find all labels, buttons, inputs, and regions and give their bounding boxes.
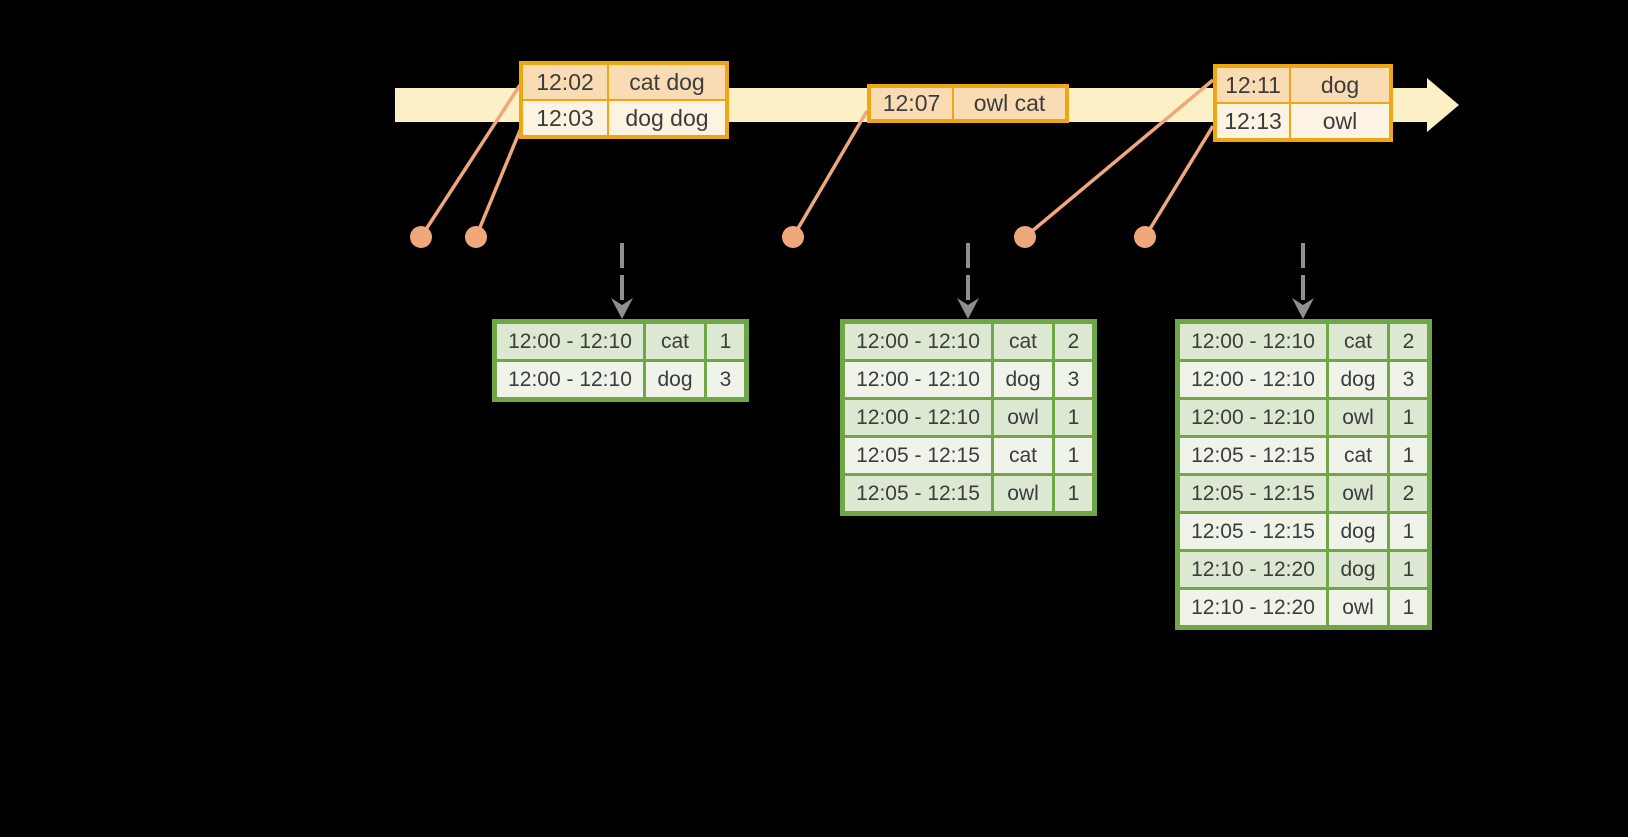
- event-dot: [410, 226, 432, 248]
- event-time: 12:07: [871, 88, 952, 119]
- event-connector-line: [474, 127, 523, 238]
- event-connector-line: [419, 84, 522, 238]
- event-table-2: 12:07 owl cat: [867, 84, 1069, 123]
- result-count: 1: [1390, 590, 1427, 625]
- result-window: 12:00 - 12:10: [497, 362, 643, 397]
- result-count: 1: [1390, 438, 1427, 473]
- result-window: 12:00 - 12:10: [1180, 324, 1326, 359]
- event-words: owl: [1291, 104, 1389, 138]
- result-window: 12:00 - 12:10: [845, 400, 991, 435]
- event-connector-line: [791, 110, 869, 238]
- result-count: 3: [1390, 362, 1427, 397]
- result-count: 2: [1390, 476, 1427, 511]
- result-count: 1: [1390, 552, 1427, 587]
- result-window: 12:00 - 12:10: [1180, 400, 1326, 435]
- result-window: 12:05 - 12:15: [845, 438, 991, 473]
- result-word: dog: [994, 362, 1052, 397]
- result-word: cat: [646, 324, 704, 359]
- result-window: 12:05 - 12:15: [1180, 476, 1326, 511]
- trigger-arrowhead-icon: [957, 298, 979, 319]
- event-connector-line: [1143, 125, 1215, 238]
- event-table-3: 12:11 dog 12:13 owl: [1213, 64, 1393, 142]
- result-window: 12:10 - 12:20: [1180, 590, 1326, 625]
- result-count: 1: [707, 324, 744, 359]
- trigger-arrowhead-icon: [1292, 298, 1314, 319]
- result-word: owl: [1329, 476, 1387, 511]
- result-window: 12:05 - 12:15: [845, 476, 991, 511]
- result-count: 3: [707, 362, 744, 397]
- trigger-arrowhead-icon: [611, 298, 633, 319]
- result-count: 1: [1390, 514, 1427, 549]
- result-count: 2: [1390, 324, 1427, 359]
- event-dot: [1014, 226, 1036, 248]
- result-word: owl: [1329, 400, 1387, 435]
- event-time: 12:13: [1217, 104, 1289, 138]
- result-window: 12:10 - 12:20: [1180, 552, 1326, 587]
- event-words: owl cat: [954, 88, 1065, 119]
- result-word: dog: [1329, 362, 1387, 397]
- result-word: cat: [994, 324, 1052, 359]
- result-count: 2: [1055, 324, 1092, 359]
- event-connector-line: [1023, 78, 1215, 239]
- result-word: owl: [994, 476, 1052, 511]
- result-window: 12:00 - 12:10: [845, 362, 991, 397]
- event-time: 12:02: [523, 65, 607, 99]
- event-time: 12:03: [523, 101, 607, 135]
- result-window: 12:05 - 12:15: [1180, 514, 1326, 549]
- event-words: dog: [1291, 68, 1389, 102]
- result-word: owl: [1329, 590, 1387, 625]
- result-window: 12:00 - 12:10: [497, 324, 643, 359]
- result-count: 1: [1055, 400, 1092, 435]
- result-window: 12:00 - 12:10: [845, 324, 991, 359]
- timeline-arrowhead-icon: [1427, 78, 1459, 132]
- event-dot: [782, 226, 804, 248]
- result-table-2: 12:00 - 12:10 cat 2 12:00 - 12:10 dog 3 …: [840, 319, 1097, 516]
- result-table-3: 12:00 - 12:10 cat 2 12:00 - 12:10 dog 3 …: [1175, 319, 1432, 630]
- result-word: owl: [994, 400, 1052, 435]
- result-count: 3: [1055, 362, 1092, 397]
- result-count: 1: [1055, 438, 1092, 473]
- result-count: 1: [1390, 400, 1427, 435]
- result-table-1: 12:00 - 12:10 cat 1 12:00 - 12:10 dog 3: [492, 319, 749, 402]
- event-time: 12:11: [1217, 68, 1289, 102]
- result-window: 12:00 - 12:10: [1180, 362, 1326, 397]
- result-word: dog: [1329, 514, 1387, 549]
- result-word: cat: [1329, 438, 1387, 473]
- result-word: cat: [1329, 324, 1387, 359]
- result-window: 12:05 - 12:15: [1180, 438, 1326, 473]
- result-word: dog: [646, 362, 704, 397]
- event-table-1: 12:02 cat dog 12:03 dog dog: [519, 61, 729, 139]
- event-dot: [1134, 226, 1156, 248]
- result-word: dog: [1329, 552, 1387, 587]
- result-word: cat: [994, 438, 1052, 473]
- event-words: dog dog: [609, 101, 725, 135]
- result-count: 1: [1055, 476, 1092, 511]
- event-words: cat dog: [609, 65, 725, 99]
- event-dot: [465, 226, 487, 248]
